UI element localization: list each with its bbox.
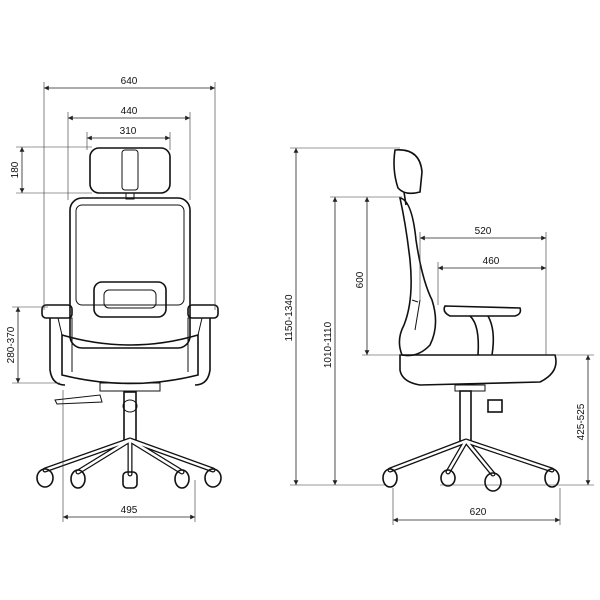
label-base-width: 495 bbox=[121, 505, 138, 516]
side-casters bbox=[382, 468, 560, 492]
dimension-lines bbox=[15, 85, 591, 523]
backrest bbox=[69, 197, 191, 349]
headrest bbox=[89, 147, 171, 194]
label-overall-width: 640 bbox=[121, 76, 138, 87]
casters bbox=[36, 468, 222, 489]
side-gas-lift bbox=[459, 390, 472, 442]
label-overall-depth: 520 bbox=[475, 226, 492, 237]
label-headrest-width: 310 bbox=[120, 126, 137, 137]
side-armrest bbox=[443, 305, 522, 317]
label-backrest-top-height: 1010-1110 bbox=[323, 321, 334, 368]
side-view-chair bbox=[382, 149, 560, 492]
label-armrest-height: 280-370 bbox=[6, 326, 17, 363]
label-seat-depth: 460 bbox=[483, 256, 500, 267]
side-backrest bbox=[398, 197, 437, 357]
label-backrest-width: 440 bbox=[121, 106, 138, 117]
label-backrest-height: 600 bbox=[355, 271, 366, 288]
side-seat bbox=[399, 354, 557, 386]
dimension-labels: 640 440 310 180 280-370 495 1150-1340 10… bbox=[6, 76, 587, 518]
label-seat-height: 425-525 bbox=[576, 403, 587, 440]
front-view-chair bbox=[36, 147, 222, 489]
extension-lines bbox=[12, 82, 594, 525]
label-base-depth: 620 bbox=[470, 507, 487, 518]
gas-lift bbox=[123, 391, 137, 441]
seat bbox=[61, 333, 199, 385]
left-armrest bbox=[41, 304, 73, 319]
lumbar-support bbox=[93, 281, 167, 318]
right-armrest bbox=[187, 304, 219, 319]
label-overall-height: 1150-1340 bbox=[284, 294, 295, 342]
label-headrest-height: 180 bbox=[10, 161, 21, 178]
side-headrest bbox=[393, 149, 423, 195]
